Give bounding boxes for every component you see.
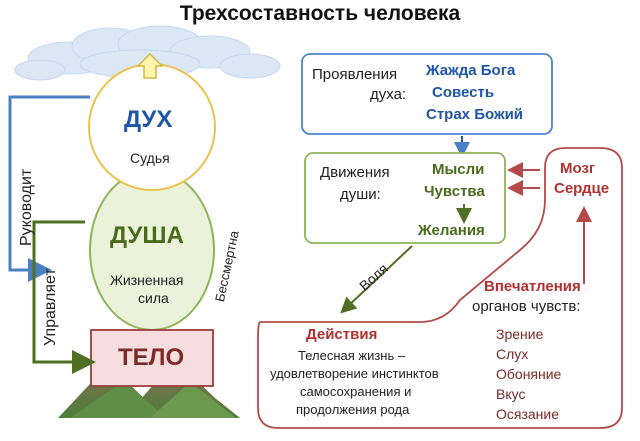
- movement-item: Мысли: [432, 161, 485, 178]
- manifestations-label-2: духа:: [370, 86, 407, 103]
- sense-item: Осязание: [496, 406, 560, 422]
- guides-arrow: [8, 95, 90, 282]
- body-name: ТЕЛО: [118, 344, 185, 371]
- actions-line: удовлетворение инстинктов: [270, 366, 439, 381]
- up-arrow-icon: [136, 52, 164, 79]
- soul-role-line1: Жизненная: [110, 272, 184, 288]
- movements-label-2: души:: [340, 186, 381, 203]
- soul-name: ДУША: [110, 222, 184, 249]
- heart-label: Сердце: [554, 180, 610, 197]
- sense-item: Зрение: [496, 326, 544, 342]
- actions-line: Телесная жизнь –: [298, 348, 406, 363]
- sense-item: Вкус: [496, 386, 526, 402]
- impressions-subtitle: органов чувств:: [472, 298, 581, 315]
- will-arrow: [340, 245, 413, 314]
- movement-item: Чувства: [424, 183, 485, 200]
- guides-label: Руководит: [18, 168, 35, 246]
- spirit-name: ДУХ: [124, 106, 173, 133]
- manifestations-box: [301, 53, 553, 135]
- sense-item: Слух: [496, 346, 529, 362]
- manifestation-item: Совесть: [432, 84, 495, 101]
- governs-label: Управляет: [42, 268, 59, 346]
- page-title: Трехсоставность человека: [179, 2, 461, 25]
- actions-line: самосохранения и: [300, 384, 412, 399]
- manifestation-item: Жажда Бога: [426, 62, 516, 79]
- actions-line: продолжения рода: [296, 402, 410, 417]
- red-frame: [257, 147, 623, 429]
- soul-ellipse: [89, 169, 215, 331]
- manifestations-label-1: Проявления: [312, 66, 398, 83]
- body-box: [90, 329, 214, 387]
- actions-title: Действия: [306, 326, 378, 343]
- brain-label: Мозг: [560, 160, 596, 177]
- clouds: [14, 25, 281, 81]
- sense-item: Обоняние: [496, 366, 562, 382]
- movements-label-1: Движения: [320, 164, 390, 181]
- spirit-role: Судья: [130, 150, 170, 166]
- impressions-title: Впечатления: [484, 278, 581, 295]
- manifestation-item: Страх Божий: [426, 106, 524, 123]
- soul-role-line2: сила: [138, 290, 169, 306]
- movements-box: [304, 152, 506, 244]
- governs-arrow: [32, 220, 96, 374]
- movement-item: Желания: [418, 222, 485, 239]
